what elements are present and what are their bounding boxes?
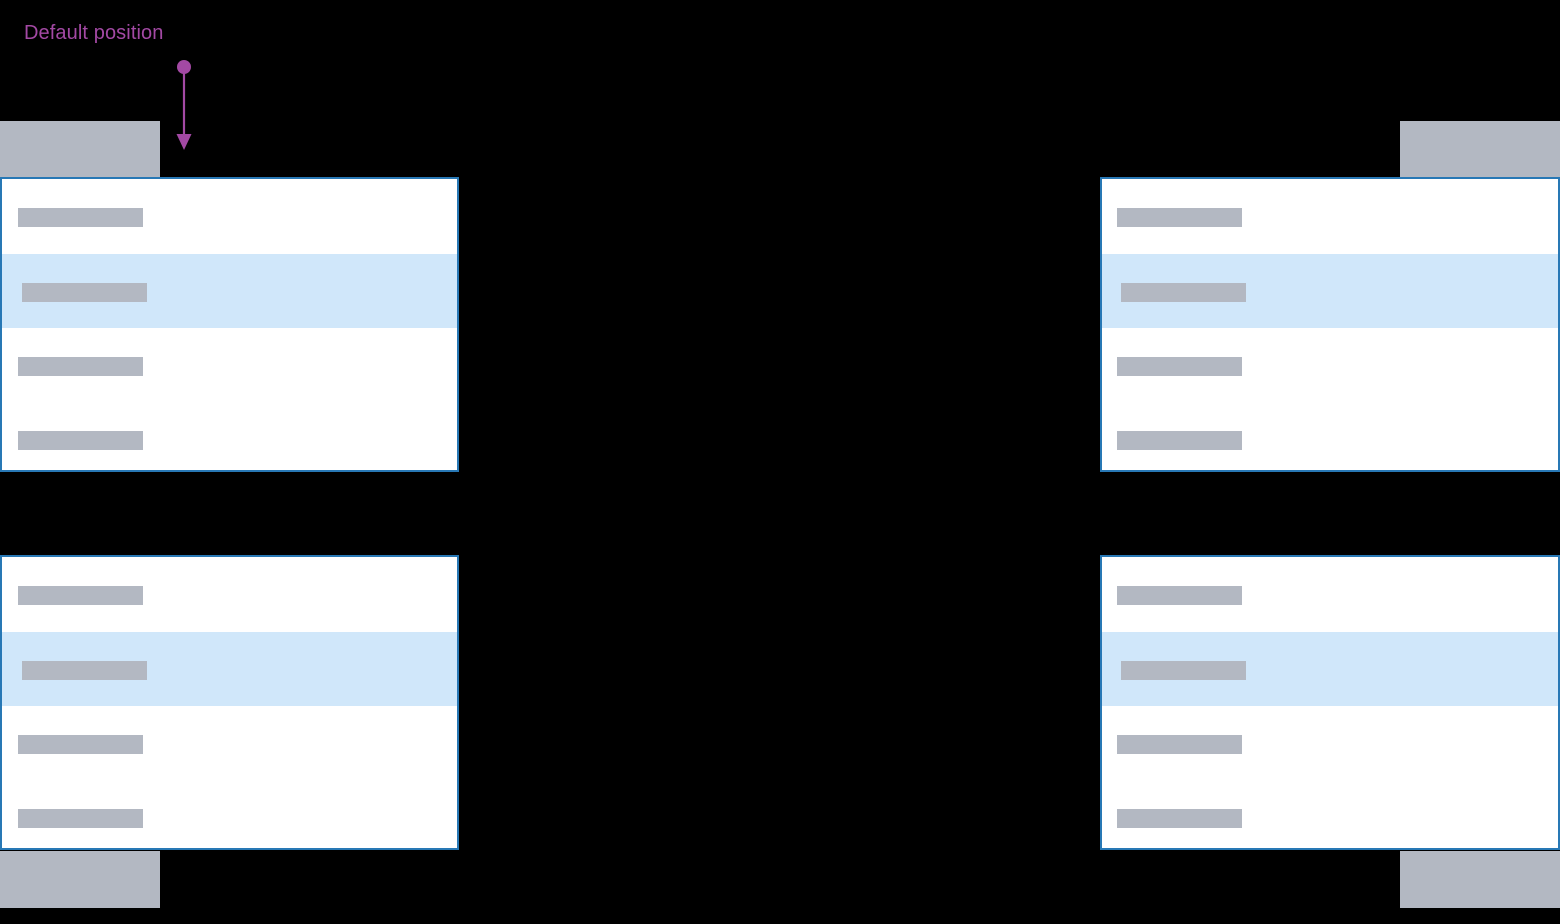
row-placeholder-bar [22,661,147,680]
panel-row[interactable] [1102,706,1558,780]
panel-row-selected[interactable] [2,632,457,706]
panel-row[interactable] [1102,557,1558,632]
panel-bottom-right[interactable] [1100,555,1560,850]
panel-top-left[interactable] [0,177,459,472]
row-placeholder-bar [1117,208,1242,227]
panel-unit-top-left [0,121,459,472]
row-placeholder-bar [18,431,143,450]
row-placeholder-bar [1117,357,1242,376]
tab-block-bottom-right[interactable] [1400,851,1560,908]
panel-row[interactable] [2,706,457,780]
row-placeholder-bar [1121,283,1246,302]
panel-unit-bottom-right [1100,555,1560,908]
row-placeholder-bar [18,208,143,227]
row-placeholder-bar [1117,586,1242,605]
panel-row[interactable] [2,328,457,402]
panel-row[interactable] [2,179,457,254]
row-placeholder-bar [18,357,143,376]
down-arrow-icon [176,60,192,150]
row-placeholder-bar [18,735,143,754]
panel-unit-bottom-left [0,555,459,908]
panel-row[interactable] [1102,780,1558,848]
panel-row[interactable] [1102,328,1558,402]
row-placeholder-bar [22,283,147,302]
panel-row[interactable] [2,402,457,470]
panel-row-selected[interactable] [1102,254,1558,328]
row-placeholder-bar [1121,661,1246,680]
row-placeholder-bar [1117,431,1242,450]
panel-row-selected[interactable] [1102,632,1558,706]
panel-unit-top-right [1100,121,1560,472]
default-position-annotation: Default position [0,0,260,170]
tab-block-top-right[interactable] [1400,121,1560,178]
tab-block-top-left[interactable] [0,121,160,178]
panel-row[interactable] [1102,179,1558,254]
panel-row[interactable] [1102,402,1558,470]
row-placeholder-bar [18,809,143,828]
annotation-label: Default position [24,22,164,44]
panel-bottom-left[interactable] [0,555,459,850]
row-placeholder-bar [1117,735,1242,754]
panel-row[interactable] [2,557,457,632]
panel-row-selected[interactable] [2,254,457,328]
tab-block-bottom-left[interactable] [0,851,160,908]
panel-row[interactable] [2,780,457,848]
row-placeholder-bar [18,586,143,605]
row-placeholder-bar [1117,809,1242,828]
panel-top-right[interactable] [1100,177,1560,472]
